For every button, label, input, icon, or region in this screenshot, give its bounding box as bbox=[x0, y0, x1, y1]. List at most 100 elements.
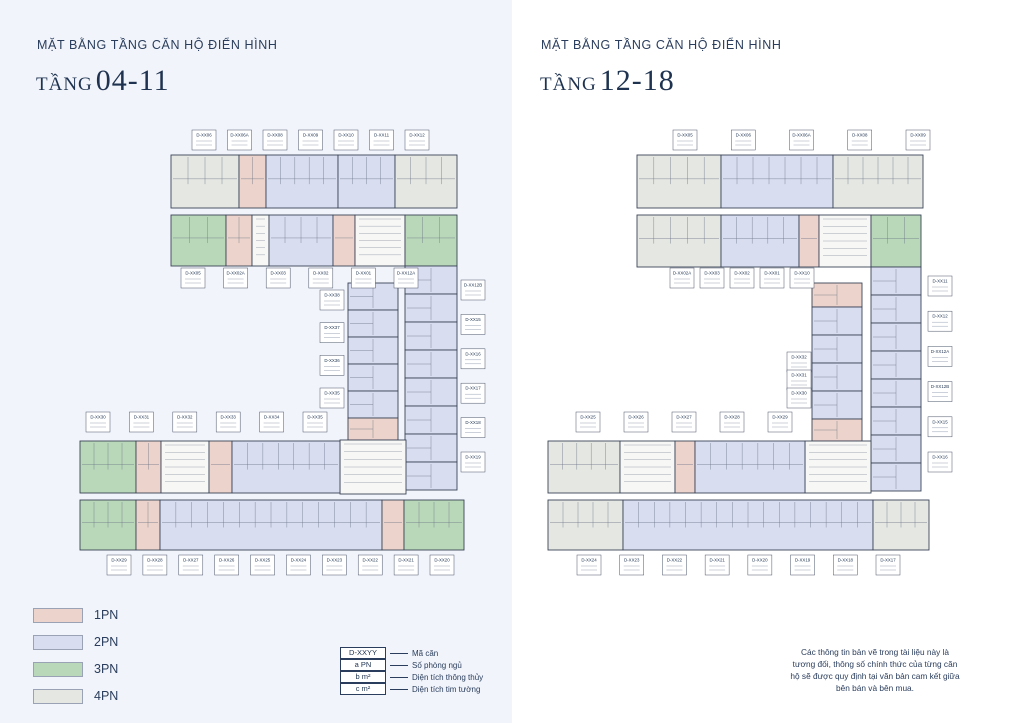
apartment-unit bbox=[547, 499, 624, 551]
key-leader bbox=[390, 652, 408, 654]
unit-tag: D-XX12 bbox=[404, 129, 430, 151]
unit-tag: D-XX02 bbox=[729, 267, 755, 289]
unit-tag-code: D-XX33 bbox=[221, 415, 237, 420]
unit-tag-code: D-XX36 bbox=[324, 358, 340, 363]
legend-item: 2PN bbox=[33, 629, 118, 655]
unit-tag-code: D-XX26 bbox=[628, 415, 644, 420]
unit-tag: D-XX03 bbox=[699, 267, 725, 289]
right-floor-range: 12-18 bbox=[599, 64, 675, 97]
unit-tag-code: D-XX01 bbox=[356, 271, 372, 276]
unit-tag: D-XX22 bbox=[662, 554, 687, 576]
apartment-unit bbox=[798, 214, 820, 268]
unit-tag-code: D-XX08 bbox=[852, 133, 868, 138]
unit-tag-code: D-XX28 bbox=[147, 558, 163, 563]
unit-tag: D-XX02A bbox=[669, 267, 695, 289]
unit-tag-code: D-XX12B bbox=[931, 384, 949, 389]
key-leader bbox=[390, 688, 408, 690]
unit-tag-code: D-XX01 bbox=[764, 271, 780, 276]
unit-tag-code: D-XX19 bbox=[795, 558, 811, 563]
unit-tag-code: D-XX30 bbox=[90, 415, 106, 420]
unit-tag: D-XX02 bbox=[308, 267, 334, 289]
unit-tag: D-XX36 bbox=[319, 355, 345, 376]
legend-label: 2PN bbox=[94, 635, 119, 649]
unit-tag-code: D-XX15 bbox=[465, 317, 481, 322]
left-floor-range: 04-11 bbox=[95, 64, 170, 97]
unit-tag-code: D-XX34 bbox=[264, 415, 280, 420]
apartment-unit bbox=[870, 214, 922, 268]
unit-tag: D-XX19 bbox=[460, 451, 486, 473]
legend-label: 4PN bbox=[94, 689, 119, 703]
unit-tag-code: D-XX29 bbox=[111, 558, 127, 563]
unit-tag: D-XX32 bbox=[172, 411, 198, 433]
unit-tag-code: D-XX02 bbox=[313, 271, 329, 276]
apartment-unit bbox=[720, 214, 800, 268]
unit-tag-code: D-XX10 bbox=[338, 133, 354, 138]
key-code: D-XXYY bbox=[340, 647, 386, 659]
unit-tag: D-XX11 bbox=[369, 129, 394, 151]
unit-tag-code: D-XX20 bbox=[434, 558, 450, 563]
unit-tag: D-XX27 bbox=[178, 554, 204, 576]
unit-tag-code: D-XX23 bbox=[327, 558, 343, 563]
unit-tag-code: D-XX31 bbox=[791, 373, 807, 378]
unit-tag: D-XX35 bbox=[319, 387, 345, 409]
unit-tag-code: D-XX18 bbox=[465, 420, 481, 425]
unit-tag-code: D-XX25 bbox=[580, 415, 596, 420]
apartment-unit bbox=[720, 154, 834, 209]
right-heading: MẶT BẰNG TẦNG CĂN HỘ ĐIỂN HÌNH bbox=[541, 38, 782, 52]
unit-tag: D-XX24 bbox=[576, 554, 602, 576]
key-code: a PN bbox=[340, 659, 386, 671]
unit-tag: D-XX17 bbox=[460, 382, 486, 404]
unit-tag-code: D-XX19 bbox=[465, 455, 481, 460]
unit-tag-code: D-XX10 bbox=[794, 271, 810, 276]
key-leader bbox=[390, 676, 408, 678]
unit-tag-code: D-XX17 bbox=[880, 558, 896, 563]
unit-tag-code: D-XX05 bbox=[185, 271, 201, 276]
unit-tag-code: D-XX12 bbox=[932, 314, 948, 319]
apartment-unit bbox=[636, 214, 722, 268]
legend-swatch bbox=[33, 688, 83, 704]
unit-tag: D-XX27 bbox=[671, 411, 697, 433]
unit-tag-code: D-XX11 bbox=[374, 133, 390, 138]
unit-tag: D-XX30 bbox=[85, 411, 111, 433]
unit-tag: D-XX17 bbox=[875, 554, 901, 576]
unit-tag-code: D-XX22 bbox=[667, 558, 683, 563]
unit-tag: D-XX24 bbox=[286, 554, 311, 576]
unit-tag: D-XX09 bbox=[905, 129, 931, 151]
unit-tag-code: D-XX02A bbox=[673, 271, 691, 276]
unit-tag: D-XX12B bbox=[460, 279, 486, 301]
unit-tag-code: D-XX16 bbox=[465, 351, 481, 356]
key-code: c m² bbox=[340, 683, 386, 695]
unit-tag: D-XX33 bbox=[215, 411, 241, 433]
unit-tag: D-XX29 bbox=[767, 411, 793, 433]
apartment-unit bbox=[231, 440, 341, 494]
unit-tag: D-XX01 bbox=[351, 267, 376, 289]
unit-tag-code: D-XX02 bbox=[734, 271, 750, 276]
apartment-unit bbox=[694, 440, 806, 494]
unit-tag: D-XX16 bbox=[927, 451, 953, 473]
apartment-unit bbox=[636, 154, 722, 209]
unit-tag: D-XX32 bbox=[786, 351, 812, 373]
unit-tag-code: D-XX06 bbox=[736, 133, 752, 138]
unit-tag: D-XX09 bbox=[298, 129, 323, 151]
unit-tag-code: D-XX28 bbox=[724, 415, 740, 420]
key-code: b m² bbox=[340, 671, 386, 683]
unit-tag-code: D-XX37 bbox=[324, 325, 340, 330]
unit-tag: D-XX37 bbox=[319, 322, 345, 343]
unit-tag-code: D-XX32 bbox=[791, 355, 807, 360]
unit-tag: D-XX19 bbox=[790, 554, 815, 576]
unit-tag-code: D-XX17 bbox=[465, 386, 481, 391]
unit-tag-code: D-XX25 bbox=[255, 558, 271, 563]
apartment-unit bbox=[381, 499, 405, 551]
unit-tag: D-XX12B bbox=[927, 381, 953, 402]
unit-tag: D-XX35 bbox=[302, 411, 328, 433]
apartment-unit bbox=[208, 440, 233, 494]
unit-tag-code: D-XX26 bbox=[219, 558, 235, 563]
unit-tag: D-XX12 bbox=[927, 310, 953, 332]
unit-tag: D-XX10 bbox=[789, 267, 815, 289]
unit-tag: D-XX26 bbox=[623, 411, 649, 433]
